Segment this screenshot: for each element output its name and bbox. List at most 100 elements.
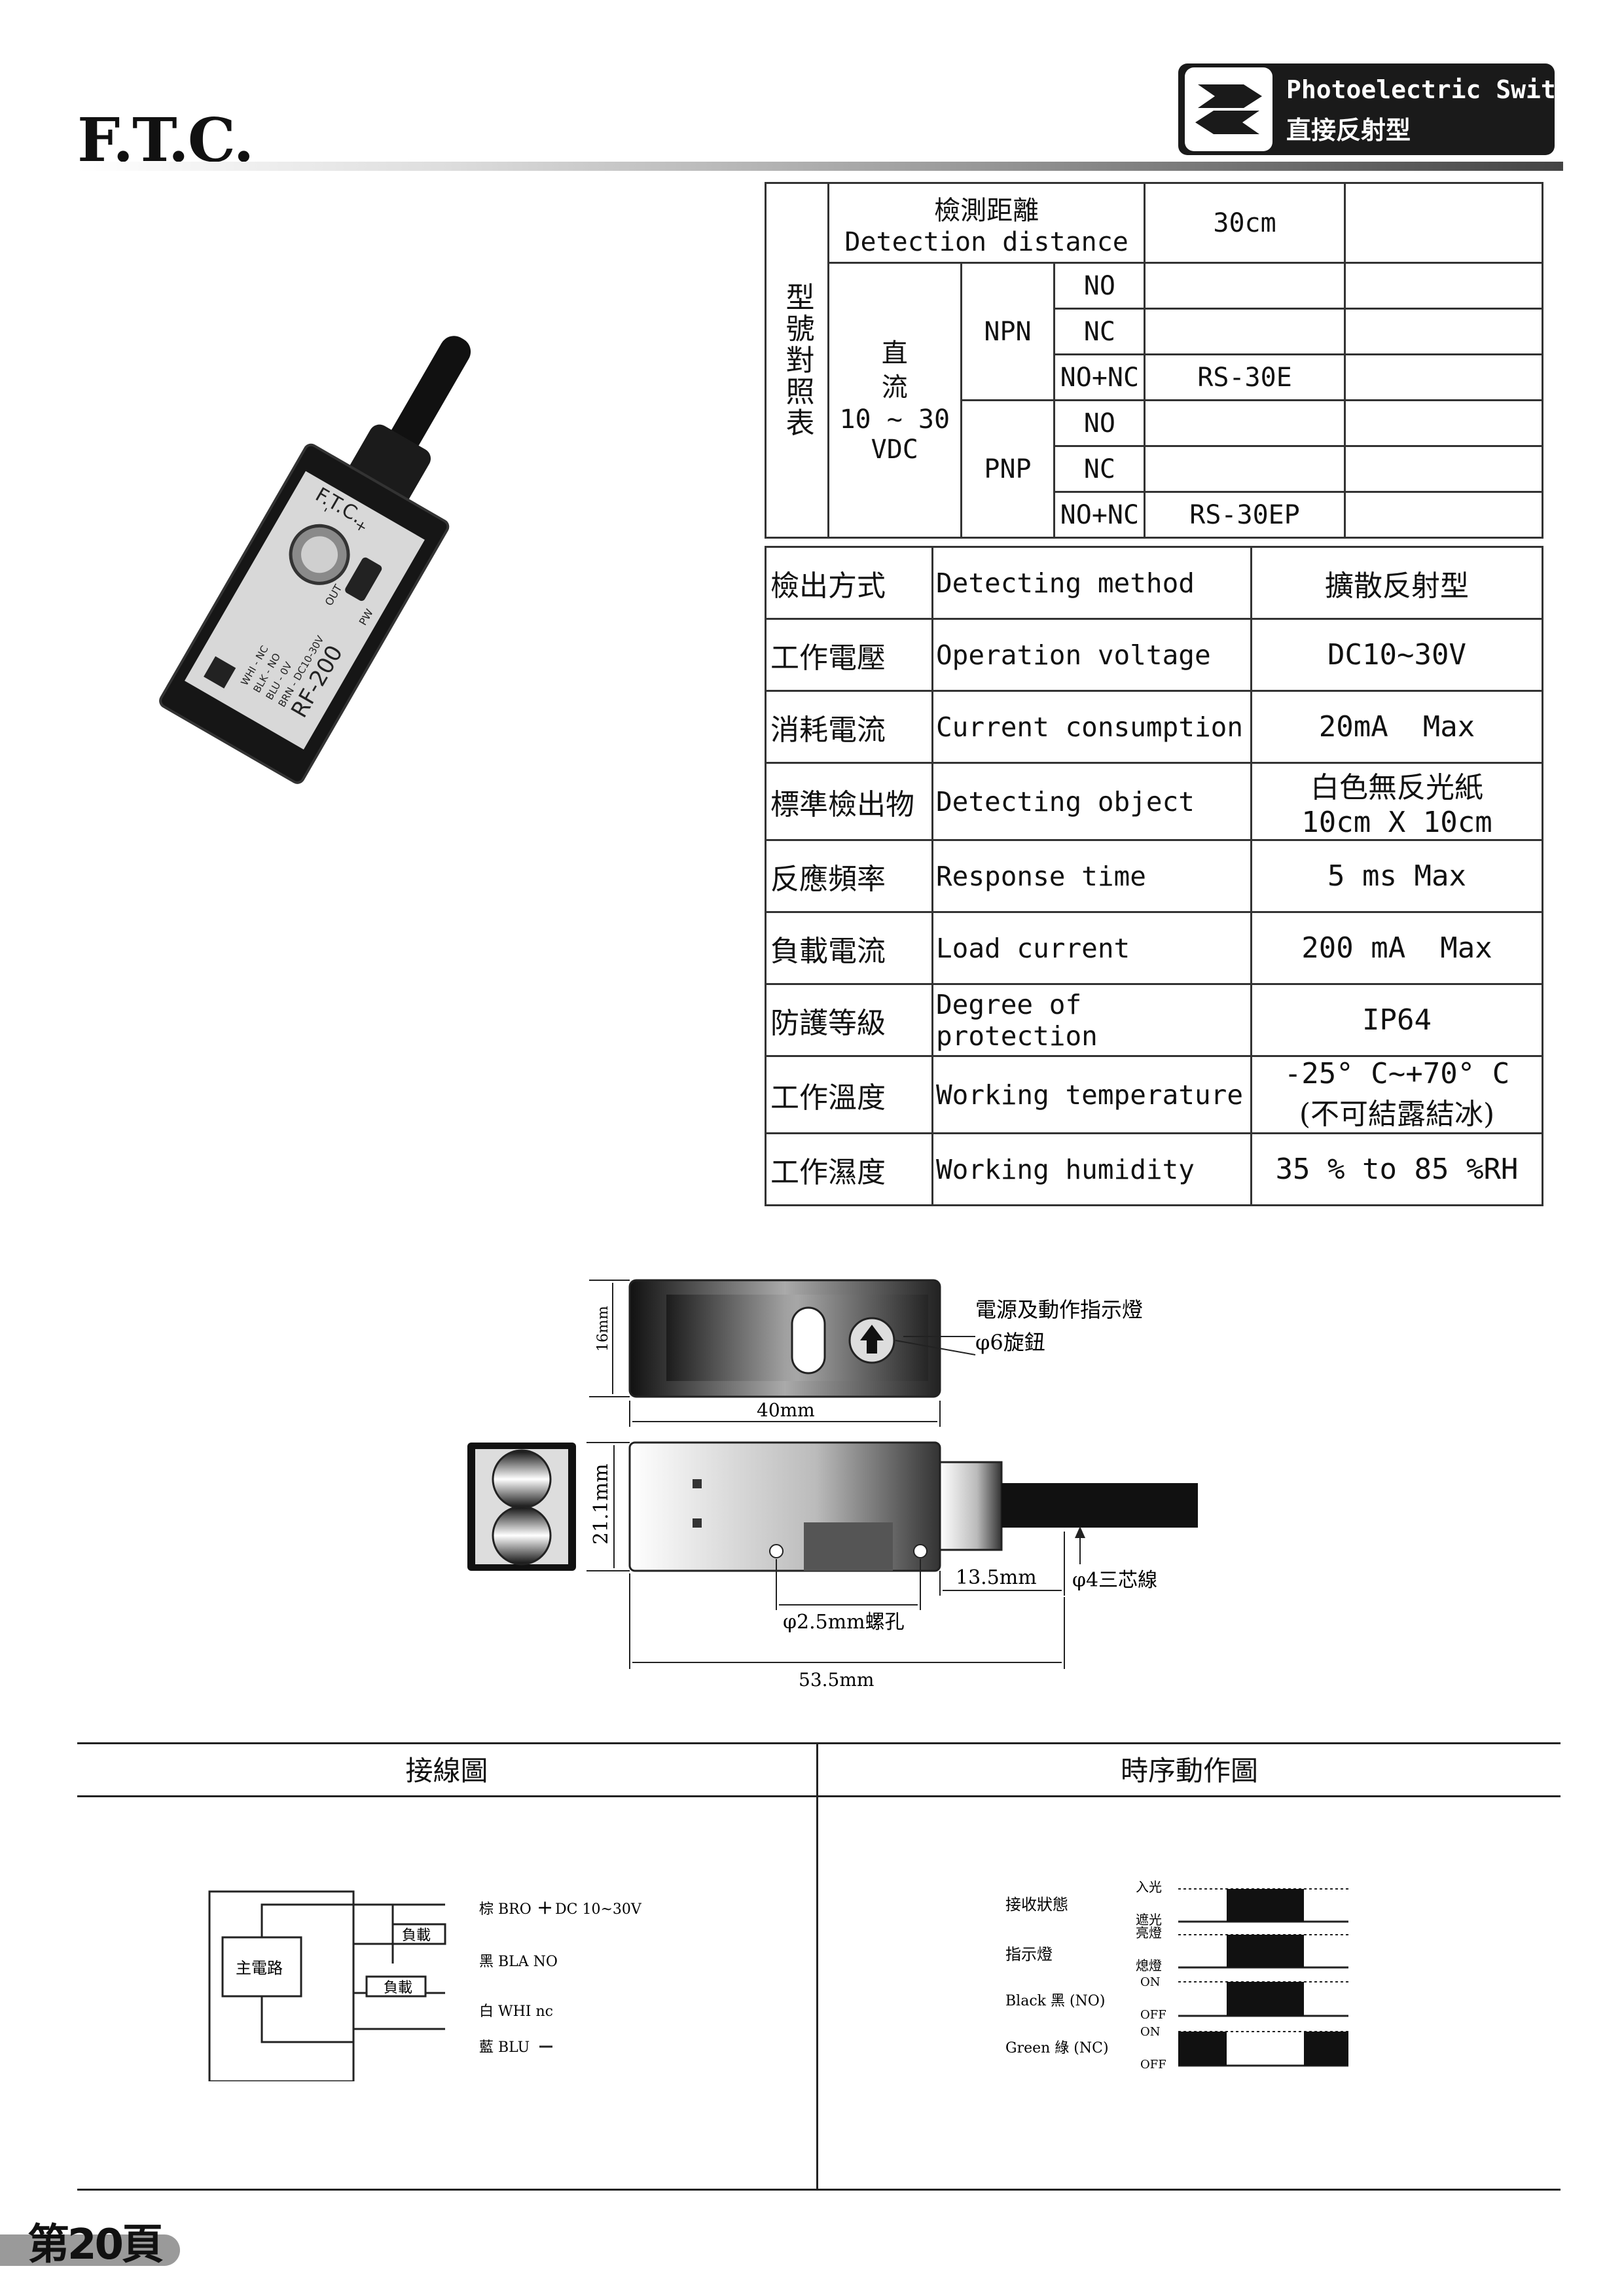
wiring-diagram: 主電路 負載 負載 棕 BRO + DC 10~30V 黑 BLA NO 白 W… (208, 1890, 642, 2081)
spec-value-7: IP64 (1250, 983, 1543, 1057)
output-row-2: NC (1053, 308, 1146, 355)
spec-en-6: Load current (931, 911, 1252, 985)
logo-mark (204, 656, 236, 689)
arrow-up-icon (860, 1325, 884, 1354)
screw-hole-2 (913, 1544, 928, 1558)
screw-hole-1 (769, 1544, 784, 1558)
pnp-label: PNP (960, 399, 1056, 539)
model-row-2 (1144, 308, 1346, 355)
section-header-rule (77, 1795, 1561, 1797)
spec-zh-9: 工作濕度 (765, 1132, 933, 1206)
spec-value-4: 白色無反光紙 10cm X 10cm (1250, 762, 1543, 841)
wire-white: 白 WHI nc (479, 2003, 553, 2020)
spec-en-9: Working humidity (931, 1132, 1252, 1206)
dim-21: 21.1mm (590, 1463, 613, 1545)
spec-zh-5: 反應頻率 (765, 839, 933, 913)
spec-zh-1: 檢出方式 (765, 546, 933, 620)
plus-sign: + (537, 1896, 553, 1919)
dim-13: 13.5mm (956, 1566, 1037, 1589)
footer-bar (0, 2234, 180, 2266)
load2-label: 負載 (384, 1980, 412, 1996)
spec-en-2: Operation voltage (931, 618, 1252, 692)
nc-pulse-1 (1178, 2032, 1227, 2066)
wiring-title: 接線圖 (405, 1755, 488, 1787)
model-table: 型號對照表 檢測距離 Detection distance 30cm 直流 10… (765, 182, 1544, 539)
spec-value-1: 擴散反射型 (1250, 546, 1543, 620)
lens-receiver (492, 1505, 552, 1566)
cable-side (1001, 1483, 1198, 1528)
cable (388, 336, 471, 455)
gland (939, 1461, 1003, 1551)
npn-label: NPN (960, 262, 1056, 401)
wire-blue: 藍 BLU (479, 2039, 530, 2056)
spec-value-5: 5 ms Max (1250, 839, 1543, 913)
photoelectric-icon (1185, 67, 1272, 151)
spec-zh-4: 標準檢出物 (765, 762, 933, 841)
section-bottom-rule (77, 2189, 1561, 2191)
bottom-block (804, 1522, 893, 1571)
spec-en-5: Response time (931, 839, 1252, 913)
receive-pulse (1227, 1889, 1304, 1922)
main-circuit-label: 主電路 (236, 1959, 283, 1977)
wire-brown: 棕 BRO (479, 1901, 532, 1918)
badge-subtitle: 直接反射型 (1286, 116, 1411, 145)
indicator-slot (791, 1306, 826, 1374)
model-row-6: RS-30EP (1144, 491, 1346, 539)
output-row-1: NO (1053, 262, 1146, 310)
product-photo: F.T.C. RF-200 BRN - DC10-30V BLU - 0V BL… (159, 336, 471, 784)
output-row-4: NO (1053, 399, 1146, 447)
dim-16: 16mm (595, 1306, 611, 1352)
timing-black: Black 黑 (NO) (1005, 1993, 1105, 2009)
spec-zh-7: 防護等級 (765, 983, 933, 1057)
spec-value-3: 20mA Max (1250, 690, 1543, 764)
timing-title: 時序動作圖 (1120, 1755, 1258, 1787)
indicator-label: 電源及動作指示燈 (975, 1297, 1143, 1322)
off-label-2: OFF (1140, 2058, 1166, 2072)
supply-cell: 直流 10 ~ 30 VDC (827, 262, 962, 539)
dimension-drawing: 電源及動作指示燈 φ6旋鈕 16mm 40mm 21.1mm 13.5mm φ4… (467, 1279, 1198, 1691)
spec-zh-8: 工作溫度 (765, 1055, 933, 1134)
indicator-window (345, 557, 382, 601)
spec-value-2: DC10~30V (1250, 618, 1543, 692)
off-label-1: OFF (1140, 2008, 1166, 2022)
model-row-5 (1144, 445, 1346, 493)
dim-40: 40mm (757, 1399, 815, 1421)
distance-header: 檢測距離 Detection distance (827, 182, 1146, 264)
output-row-5: NC (1053, 445, 1146, 493)
knob-label: φ6旋鈕 (975, 1330, 1045, 1355)
timing-receive: 接收狀態 (1005, 1895, 1068, 1914)
screw-label: φ2.5mm螺孔 (783, 1611, 905, 1634)
spec-en-8: Working temperature (931, 1055, 1252, 1134)
spec-table: 檢出方式 Detecting method 擴散反射型 工作電壓 Operati… (765, 546, 1543, 1206)
page-number: 第20頁 (27, 2221, 164, 2269)
spec-en-4: Detecting object (931, 762, 1252, 841)
spec-value-8: -25° C~+70° C (不可結露結冰) (1250, 1055, 1543, 1134)
total-label: 53.5mm (799, 1669, 874, 1691)
section-top-rule (77, 1742, 1561, 1744)
spec-en-1: Detecting method (931, 546, 1252, 620)
block-light: 遮光 (1136, 1912, 1162, 1928)
spec-en-3: Current consumption (931, 690, 1252, 764)
spec-value-6: 200 mA Max (1250, 911, 1543, 985)
output-row-3: NO+NC (1053, 353, 1146, 401)
indicator-pulse (1227, 1935, 1304, 1967)
nc-pulse-2 (1304, 2032, 1348, 2066)
in-light: 入光 (1136, 1879, 1162, 1895)
cable-label: φ4三芯線 (1072, 1569, 1157, 1592)
spec-zh-6: 負載電流 (765, 911, 933, 985)
spec-zh-3: 消耗電流 (765, 690, 933, 764)
no-pulse (1227, 1982, 1304, 2016)
side-view (628, 1441, 941, 1572)
load1-label: 負載 (402, 1928, 431, 1944)
label-plate (185, 471, 425, 750)
badge-title: Photoelectric Switch (1286, 75, 1586, 104)
section-divider (816, 1742, 818, 2191)
on-label-1: ON (1140, 1975, 1161, 1989)
lamp-off: 熄燈 (1136, 1958, 1162, 1973)
model-row-1 (1144, 262, 1346, 310)
output-row-6: NO+NC (1053, 491, 1146, 539)
lamp-on: 亮燈 (1136, 1925, 1162, 1941)
model-table-side-label: 型號對照表 (765, 182, 829, 539)
wire-black: 黑 BLA NO (479, 1954, 558, 1970)
on-label-2: ON (1140, 2025, 1161, 2039)
